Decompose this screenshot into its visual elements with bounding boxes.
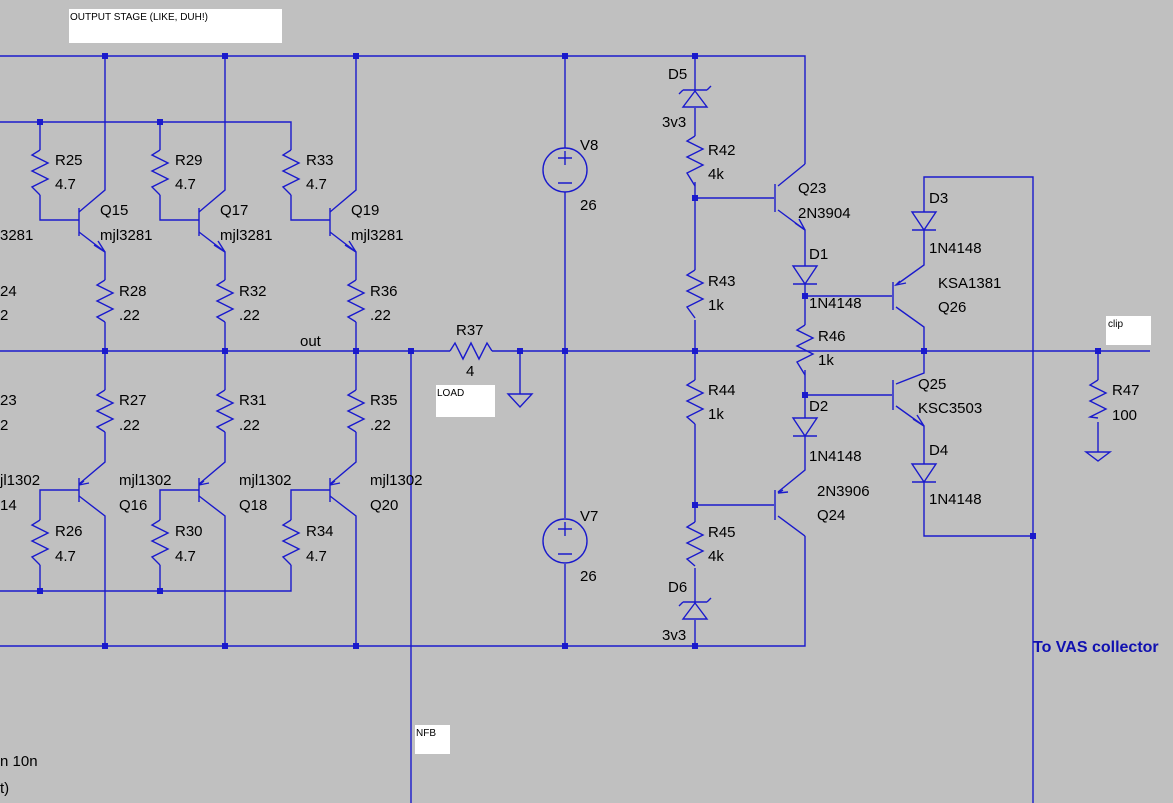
voltage-sources [542, 147, 588, 564]
r47-name: R47 [1112, 382, 1140, 399]
transistor-base-bars [78, 184, 894, 520]
edge-text-3: 2 [0, 307, 8, 324]
d4-name: D4 [929, 442, 948, 459]
d1-name: D1 [809, 246, 828, 263]
d5-name: D5 [668, 66, 687, 83]
q23-name: Q23 [798, 180, 826, 197]
r34-value: 4.7 [306, 548, 327, 565]
r37-name: R37 [456, 322, 484, 339]
r27-name: R27 [119, 392, 147, 409]
d3-name: D3 [929, 190, 948, 207]
v8-value: 26 [580, 197, 597, 214]
r30-name: R30 [175, 523, 203, 540]
r28-name: R28 [119, 283, 147, 300]
r25-value: 4.7 [55, 176, 76, 193]
r45-name: R45 [708, 524, 736, 541]
transistor-arrows [78, 218, 925, 494]
v7-name: V7 [580, 508, 598, 525]
r30-value: 4.7 [175, 548, 196, 565]
q23-model: 2N3904 [798, 205, 851, 222]
r36-value: .22 [370, 307, 391, 324]
resistor-zigzags [30, 135, 1108, 567]
vas-collector-label: To VAS collector [1033, 639, 1159, 656]
d4-value: 1N4148 [929, 491, 982, 508]
q15-name: Q15 [100, 202, 128, 219]
r29-name: R29 [175, 152, 203, 169]
out-net-label: out [300, 333, 322, 350]
v8-name: V8 [580, 137, 598, 154]
junction-dots [37, 53, 1101, 649]
edge-text-8: n 10n [0, 753, 38, 770]
edge-text-4: 23 [0, 392, 17, 409]
r27-value: .22 [119, 417, 140, 434]
r42-value: 4k [708, 166, 724, 183]
r26-name: R26 [55, 523, 83, 540]
d3-value: 1N4148 [929, 240, 982, 257]
r32-name: R32 [239, 283, 267, 300]
nfb-note: NFB [416, 728, 436, 739]
note-boxes [69, 9, 1151, 754]
q15-model: mjl3281 [100, 227, 153, 244]
q20-name: Q20 [370, 497, 398, 514]
r35-value: .22 [370, 417, 391, 434]
q19-name: Q19 [351, 202, 379, 219]
edge-text-9: t) [0, 780, 9, 797]
r31-value: .22 [239, 417, 260, 434]
d5-value: 3v3 [662, 114, 686, 131]
clip-note: clip [1108, 319, 1123, 330]
r34-name: R34 [306, 523, 334, 540]
r29-value: 4.7 [175, 176, 196, 193]
ground-symbols [506, 393, 1113, 462]
q25-name: Q25 [918, 376, 946, 393]
r46-value: 1k [818, 352, 834, 369]
r43-name: R43 [708, 273, 736, 290]
d6-name: D6 [668, 579, 687, 596]
r43-value: 1k [708, 297, 724, 314]
q16-model: mjl1302 [119, 472, 172, 489]
r45-value: 4k [708, 548, 724, 565]
r32-value: .22 [239, 307, 260, 324]
r25-name: R25 [55, 152, 83, 169]
d6-value: 3v3 [662, 627, 686, 644]
q17-name: Q17 [220, 202, 248, 219]
d2-value: 1N4148 [809, 448, 862, 465]
q20-model: mjl1302 [370, 472, 423, 489]
wires [0, 55, 1150, 803]
edge-text-1: 3281 [0, 227, 33, 244]
r47-value: 100 [1112, 407, 1137, 424]
q26-name: Q26 [938, 299, 966, 316]
r42-name: R42 [708, 142, 736, 159]
load-note: LOAD [437, 388, 464, 399]
r36-name: R36 [370, 283, 398, 300]
r46-name: R46 [818, 328, 846, 345]
v7-value: 26 [580, 568, 597, 585]
q18-model: mjl1302 [239, 472, 292, 489]
q16-name: Q16 [119, 497, 147, 514]
d2-name: D2 [809, 398, 828, 415]
r28-value: .22 [119, 307, 140, 324]
diode-symbols [678, 85, 938, 620]
r26-value: 4.7 [55, 548, 76, 565]
r31-name: R31 [239, 392, 267, 409]
edge-text-7: 14 [0, 497, 17, 514]
q19-model: mjl3281 [351, 227, 404, 244]
title-note: OUTPUT STAGE (LIKE, DUH!) [70, 12, 208, 23]
r44-value: 1k [708, 406, 724, 423]
r44-name: R44 [708, 382, 736, 399]
q24-name: Q24 [817, 507, 845, 524]
r33-name: R33 [306, 152, 334, 169]
edge-text-6: jl1302 [0, 472, 40, 489]
edge-text-2: 24 [0, 283, 17, 300]
d1-value: 1N4148 [809, 295, 862, 312]
r33-value: 4.7 [306, 176, 327, 193]
q18-name: Q18 [239, 497, 267, 514]
edge-text-5: 2 [0, 417, 8, 434]
q25-model: KSC3503 [918, 400, 982, 417]
q24-model: 2N3906 [817, 483, 870, 500]
r35-name: R35 [370, 392, 398, 409]
r37-value: 4 [466, 363, 474, 380]
q17-model: mjl3281 [220, 227, 273, 244]
q26-model: KSA1381 [938, 275, 1001, 292]
